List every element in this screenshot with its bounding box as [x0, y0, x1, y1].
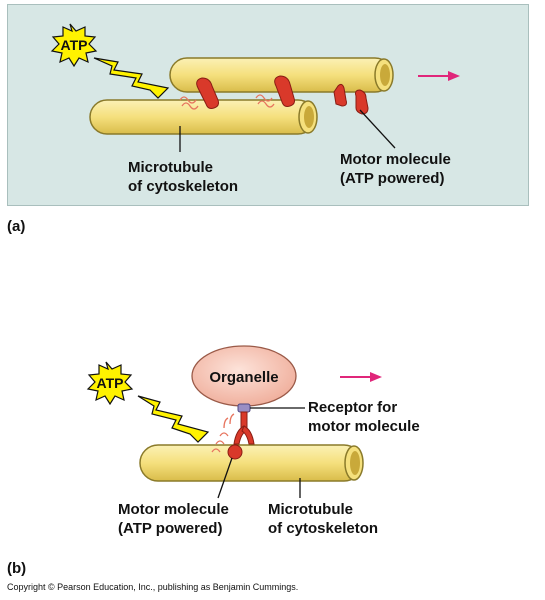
panel-letter-b: (b) [7, 560, 27, 577]
atp-label-b: ATP [97, 375, 124, 391]
lightning-bolt-a [93, 57, 170, 99]
motor-molecule-b [227, 411, 255, 460]
atp-starburst-b [86, 361, 134, 406]
microtubule-label-a: Microtubule of cytoskeleton [128, 158, 238, 196]
copyright-notice: Copyright © Pearson Education, Inc., pub… [7, 582, 299, 592]
atp-starburst-a [50, 23, 98, 68]
direction-arrow-a [418, 71, 460, 81]
microtubule-label-b-line1: Microtubule [268, 501, 353, 518]
upper-microtubule [169, 57, 394, 93]
receptor-label-line2: motor molecule [308, 418, 420, 435]
microtubule-label-a-line1: Microtubule [128, 159, 213, 176]
microtubule-label-b: Microtubule of cytoskeleton [268, 500, 378, 538]
panel-letter-a: (a) [7, 218, 26, 235]
motor-label-b: Motor molecule (ATP powered) [118, 500, 229, 538]
motor-molecule-3 [333, 83, 369, 115]
motion-streaks-a [179, 94, 275, 110]
lightning-bolt-b [137, 395, 210, 443]
motion-streaks-b [211, 413, 235, 453]
microtubule-b [139, 444, 364, 482]
motor-label-b-line2: (ATP powered) [118, 520, 223, 537]
motor-molecule-2 [274, 75, 295, 107]
leader-motor-b [217, 457, 233, 499]
receptor [237, 403, 251, 413]
microtubule-label-b-line2: of cytoskeleton [268, 520, 379, 537]
motor-label-a-line2: (ATP powered) [340, 170, 445, 187]
microtubule-label-a-line2: of cytoskeleton [128, 178, 239, 195]
atp-label-a: ATP [61, 37, 88, 53]
lower-microtubule [89, 99, 318, 135]
leader-motor-a [359, 109, 396, 149]
receptor-label-line1: Receptor for [308, 399, 398, 416]
motor-label-b-line1: Motor molecule [118, 501, 229, 518]
receptor-label: Receptor for motor molecule [308, 398, 420, 436]
motor-molecule-1 [196, 77, 219, 109]
motor-label-a: Motor molecule (ATP powered) [340, 150, 451, 188]
motor-label-a-line1: Motor molecule [340, 151, 451, 168]
direction-arrow-b [340, 372, 382, 382]
organelle-label: Organelle [209, 369, 278, 386]
